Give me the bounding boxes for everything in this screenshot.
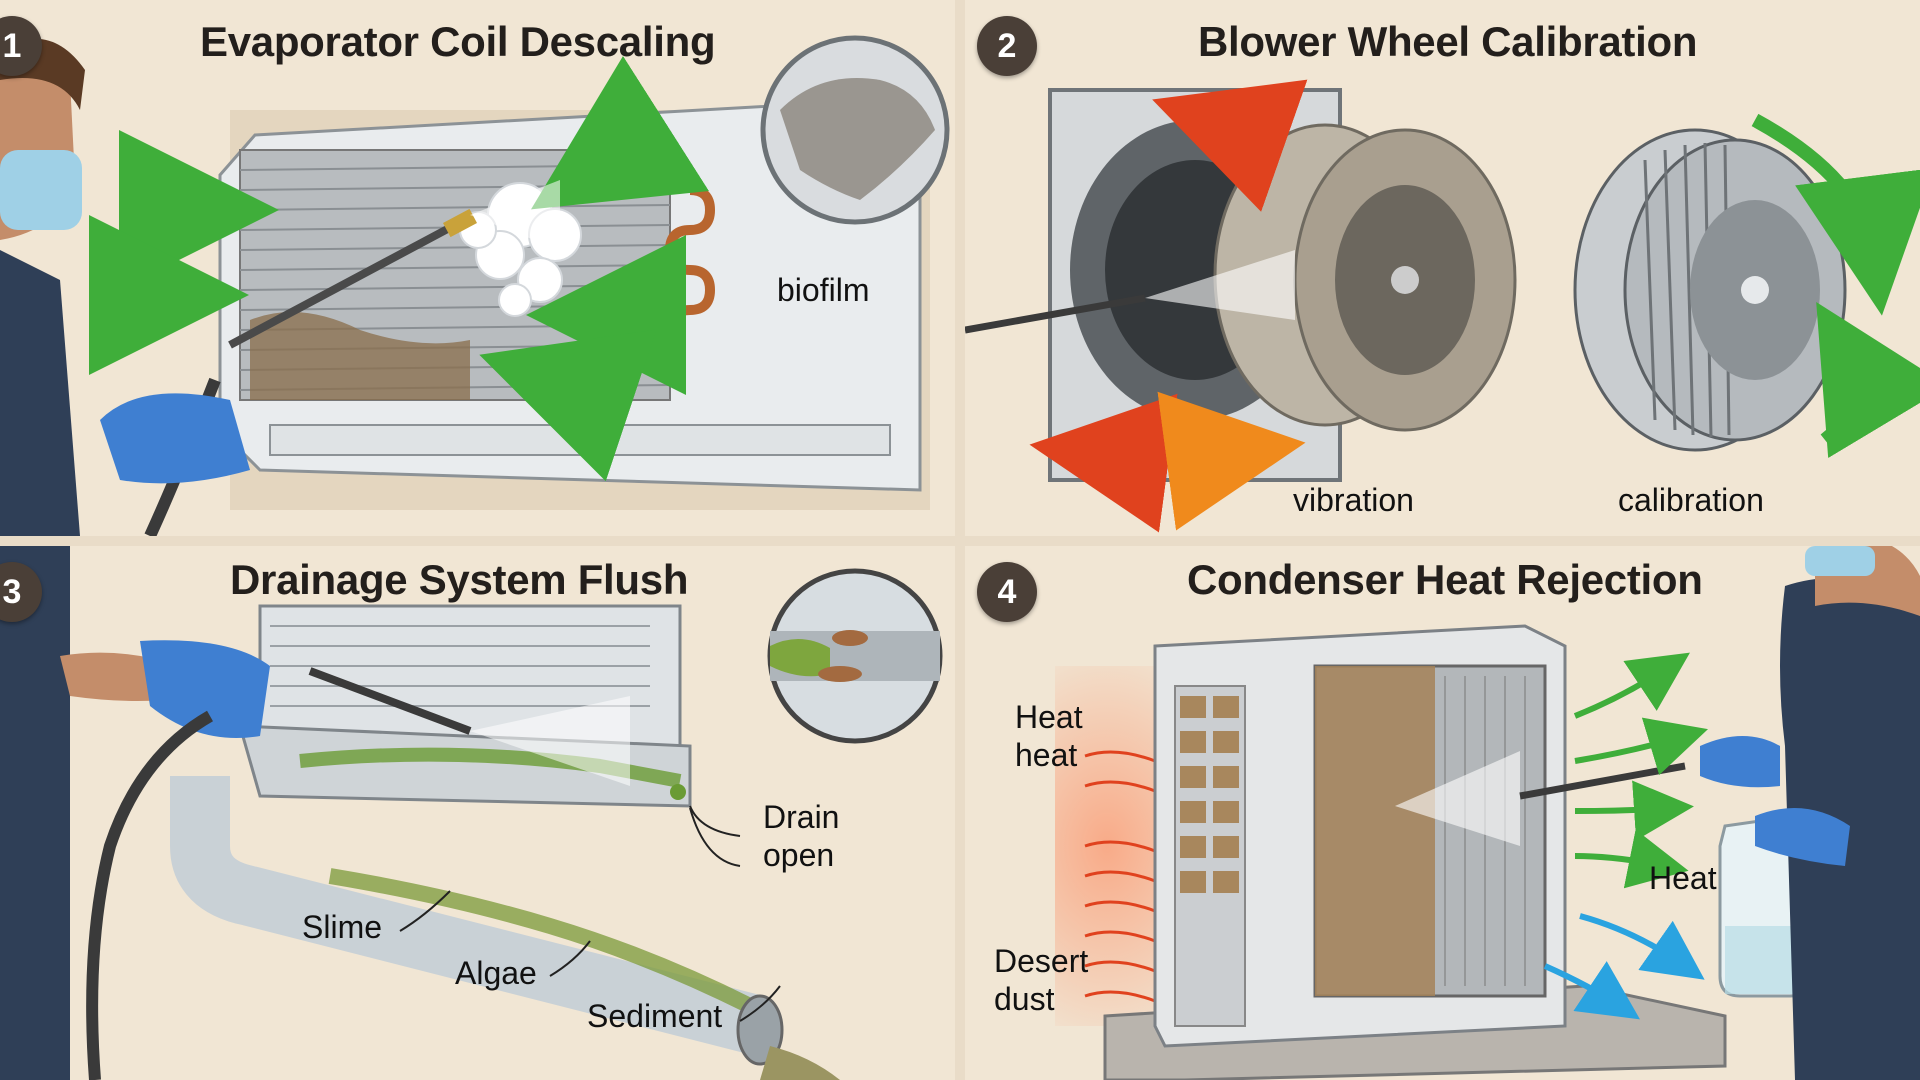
- vibration-arrow-left: [1029, 393, 1178, 533]
- sediment-outflow: [760, 1046, 840, 1080]
- step-number-badge: 2: [977, 16, 1037, 76]
- face-mask: [1805, 546, 1875, 576]
- coil-dirt: [250, 312, 470, 400]
- panel-title: Condenser Heat Rejection: [1187, 556, 1703, 603]
- step-number-badge: 4: [977, 562, 1037, 622]
- vibration-arrow-right: [1157, 391, 1306, 531]
- drain-pipe: [170, 776, 768, 1056]
- hose: [86, 710, 213, 1080]
- panel-condenser-heat-rejection: 4 Condenser Heat Rejection Heat heat Hea…: [965, 546, 1920, 1080]
- spray-wand: [965, 294, 1146, 334]
- label-vibration: vibration: [1293, 482, 1414, 518]
- heat-waves: [1084, 750, 1156, 1003]
- blue-glove: [100, 393, 250, 484]
- technician: [0, 38, 250, 536]
- panel-blower-wheel-calibration: 2 Blower Wheel Calibration vibration cal…: [965, 0, 1920, 536]
- label-heat-left: Heat heat: [1015, 699, 1083, 773]
- calibration-arrow-bottom: [1816, 301, 1920, 459]
- label-heat-right: Heat: [1649, 860, 1717, 896]
- technician: [1700, 546, 1920, 1080]
- drainage-illustration: [0, 546, 943, 1080]
- label-desert-dust: Desert dust: [994, 943, 1089, 1017]
- panel-title: Blower Wheel Calibration: [1198, 18, 1698, 65]
- technician: [0, 546, 270, 1080]
- drain-opening: [670, 784, 686, 800]
- clean-blower-wheel: [1573, 128, 1847, 452]
- condenser-illustration: [1055, 546, 1920, 1080]
- vibration-arrow-top: [1152, 79, 1308, 212]
- panel-drainage-system-flush: 3 Drainage System Flush Drain open Slime…: [0, 546, 955, 1080]
- label-biofilm: biofilm: [777, 272, 870, 308]
- label-slime: Slime: [302, 909, 383, 945]
- airflow-arrows: [89, 55, 709, 482]
- calibration-arrow-top: [1751, 113, 1920, 316]
- label-sediment: Sediment: [587, 998, 723, 1034]
- panel-title: Drainage System Flush: [230, 556, 689, 603]
- panel-evaporator-coil-descaling: 1 Evaporator Coil Descaling biofilm: [0, 0, 955, 536]
- slime-algae: [328, 868, 754, 1014]
- blue-glove: [140, 640, 270, 738]
- blue-glove: [1700, 736, 1780, 788]
- step-number-badge: 3: [0, 562, 42, 622]
- blower-illustration: [965, 79, 1920, 533]
- label-algae: Algae: [455, 955, 537, 991]
- cool-air-arrow: [1579, 913, 1705, 980]
- label-drain: Drain open: [763, 799, 840, 873]
- panel-title: Evaporator Coil Descaling: [200, 18, 716, 65]
- spray-wand: [228, 221, 457, 349]
- spray-wand: [308, 667, 472, 735]
- blue-glove-second: [1755, 808, 1850, 866]
- evaporator-illustration: [0, 35, 950, 536]
- label-calibration: calibration: [1618, 482, 1764, 518]
- desert-dust: [1315, 666, 1435, 996]
- face-mask: [0, 150, 82, 230]
- overalls: [0, 250, 80, 536]
